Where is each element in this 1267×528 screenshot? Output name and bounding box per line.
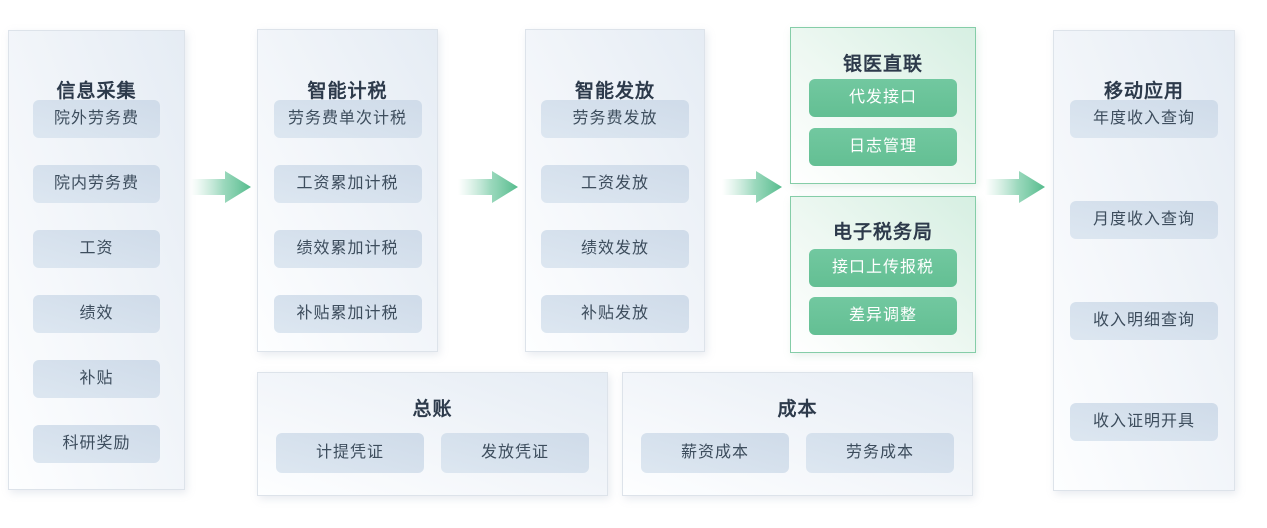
flow-item: 院内劳务费 <box>33 165 160 203</box>
panel-general-ledger: 总账 计提凭证 发放凭证 <box>257 372 608 496</box>
panel-e-tax-bureau: 电子税务局 接口上传报税 差异调整 <box>790 196 976 353</box>
chip-list: 接口上传报税 差异调整 <box>791 249 975 335</box>
flow-item: 计提凭证 <box>276 433 424 473</box>
panel-title: 移动应用 <box>1103 81 1184 102</box>
flow-item: 收入明细查询 <box>1070 302 1218 340</box>
flow-item: 收入证明开具 <box>1070 403 1218 441</box>
flow-item: 劳务费发放 <box>541 100 689 138</box>
flow-item: 薪资成本 <box>641 433 789 473</box>
flow-item: 补贴 <box>33 360 160 398</box>
chip-list: 代发接口 日志管理 <box>791 79 975 166</box>
chip-list: 计提凭证 发放凭证 <box>258 433 607 473</box>
panel-mobile-app: 移动应用 年度收入查询 月度收入查询 收入明细查询 收入证明开具 <box>1053 30 1235 491</box>
flow-item: 发放凭证 <box>441 433 589 473</box>
flow-item: 绩效 <box>33 295 160 333</box>
panel-smart-tax: 智能计税 劳务费单次计税 工资累加计税 绩效累加计税 补贴累加计税 <box>257 29 438 352</box>
flow-item: 劳务费单次计税 <box>273 100 422 138</box>
flow-item: 工资累加计税 <box>273 165 422 203</box>
flow-item: 补贴发放 <box>541 295 689 333</box>
flow-item: 绩效累加计税 <box>273 230 422 268</box>
flow-item: 年度收入查询 <box>1070 100 1218 138</box>
flow-item: 代发接口 <box>809 79 957 117</box>
panel-title: 智能发放 <box>574 81 655 102</box>
flow-item: 工资发放 <box>541 165 689 203</box>
panel-bank-hospital-link: 银医直联 代发接口 日志管理 <box>790 27 976 184</box>
flow-item: 院外劳务费 <box>33 100 160 138</box>
flow-item: 月度收入查询 <box>1070 201 1218 239</box>
panel-title: 电子税务局 <box>832 222 933 243</box>
chip-list: 薪资成本 劳务成本 <box>623 433 972 473</box>
panel-info-collection: 信息采集 院外劳务费 院内劳务费 工资 绩效 补贴 科研奖励 <box>8 30 185 490</box>
chip-list: 院外劳务费 院内劳务费 工资 绩效 补贴 科研奖励 <box>9 100 184 463</box>
panel-title: 智能计税 <box>307 81 388 102</box>
flow-arrow-icon <box>458 171 518 203</box>
flow-item: 劳务成本 <box>806 433 954 473</box>
panel-title: 成本 <box>777 399 818 420</box>
flow-arrow-icon <box>722 171 782 203</box>
flow-item: 接口上传报税 <box>809 249 957 287</box>
chip-list: 劳务费单次计税 工资累加计税 绩效累加计税 补贴累加计税 <box>258 100 437 333</box>
chip-list: 劳务费发放 工资发放 绩效发放 补贴发放 <box>526 100 704 333</box>
flow-item: 差异调整 <box>809 297 957 335</box>
panel-cost: 成本 薪资成本 劳务成本 <box>622 372 973 496</box>
flow-item: 绩效发放 <box>541 230 689 268</box>
flow-item: 日志管理 <box>809 128 957 166</box>
flow-item: 工资 <box>33 230 160 268</box>
flow-arrow-icon <box>191 171 251 203</box>
panel-smart-payout: 智能发放 劳务费发放 工资发放 绩效发放 补贴发放 <box>525 29 705 352</box>
flow-item: 补贴累加计税 <box>273 295 422 333</box>
panel-title: 银医直联 <box>842 54 923 75</box>
panel-title: 信息采集 <box>56 81 137 102</box>
flow-arrow-icon <box>985 171 1045 203</box>
chip-list: 年度收入查询 月度收入查询 收入明细查询 收入证明开具 <box>1054 100 1234 441</box>
panel-title: 总账 <box>412 399 453 420</box>
flow-item: 科研奖励 <box>33 425 160 463</box>
